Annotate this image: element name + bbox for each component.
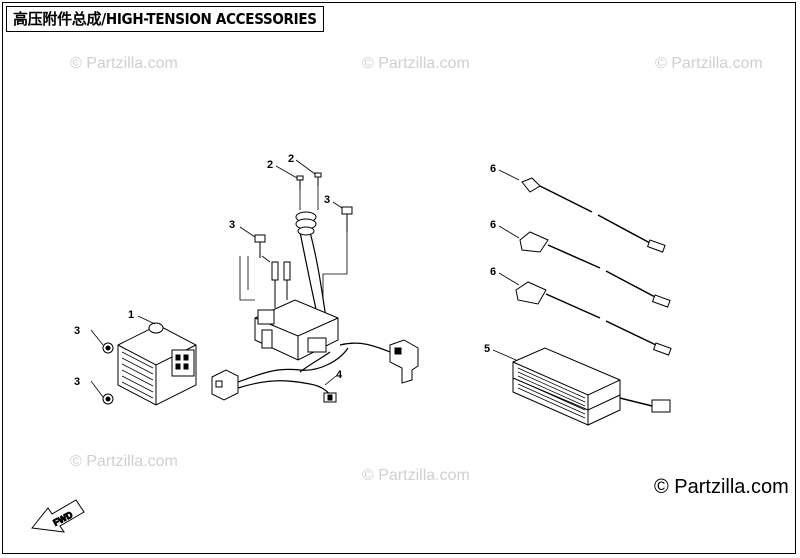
voltage-regulator[interactable] bbox=[117, 322, 197, 406]
grommet[interactable] bbox=[295, 211, 317, 236]
charging-cable-1[interactable] bbox=[521, 177, 666, 253]
harness-plug-small[interactable] bbox=[323, 392, 337, 403]
callout-4: 4 bbox=[336, 369, 343, 381]
controller-box[interactable] bbox=[254, 299, 339, 361]
guide-lines bbox=[239, 186, 348, 301]
callout-3d: 3 bbox=[74, 376, 80, 388]
charging-cable-3[interactable] bbox=[515, 281, 672, 356]
watermark-5: © Partzilla.com bbox=[362, 467, 470, 484]
callouts: 1 2 2 3 3 3 3 4 5 6 6 6 bbox=[74, 153, 496, 388]
callout-5: 5 bbox=[484, 343, 490, 355]
diagram-title: 高压附件总成/HIGH-TENSION ACCESSORIES bbox=[6, 6, 324, 32]
callout-3a: 3 bbox=[229, 219, 235, 231]
callout-6b: 6 bbox=[490, 219, 496, 231]
callout-6c: 6 bbox=[490, 266, 496, 278]
callout-2b: 2 bbox=[288, 153, 294, 165]
wiring-harness[interactable] bbox=[237, 231, 391, 396]
watermark-3: © Partzilla.com bbox=[655, 55, 763, 72]
watermark-2: © Partzilla.com bbox=[362, 55, 470, 72]
watermark-4: © Partzilla.com bbox=[70, 453, 178, 470]
watermark-1: © Partzilla.com bbox=[70, 55, 178, 72]
fwd-arrow-icon: FWD bbox=[31, 499, 85, 533]
watermarks: © Partzilla.com © Partzilla.com © Partzi… bbox=[70, 55, 763, 484]
copyright-text: © Partzilla.com bbox=[654, 476, 789, 498]
callout-2a: 2 bbox=[267, 159, 273, 171]
callout-6a: 6 bbox=[490, 163, 496, 175]
bolt-right[interactable] bbox=[341, 206, 353, 232]
terminal-posts bbox=[271, 261, 291, 308]
screw-left-lower[interactable] bbox=[102, 393, 114, 405]
callout-3c: 3 bbox=[74, 325, 80, 337]
battery-charger[interactable] bbox=[512, 347, 671, 426]
leader-lines bbox=[90, 159, 520, 398]
callout-1: 1 bbox=[128, 309, 134, 321]
screw-left-upper[interactable] bbox=[102, 342, 114, 354]
callout-3b: 3 bbox=[324, 194, 330, 206]
screw-top-left[interactable] bbox=[296, 175, 304, 190]
bolt-left[interactable] bbox=[254, 234, 266, 258]
elbow-connector[interactable] bbox=[389, 339, 419, 384]
charging-cable-2[interactable] bbox=[519, 231, 671, 308]
screw-top-right[interactable] bbox=[314, 172, 322, 186]
harness-connector-left[interactable] bbox=[211, 369, 239, 401]
